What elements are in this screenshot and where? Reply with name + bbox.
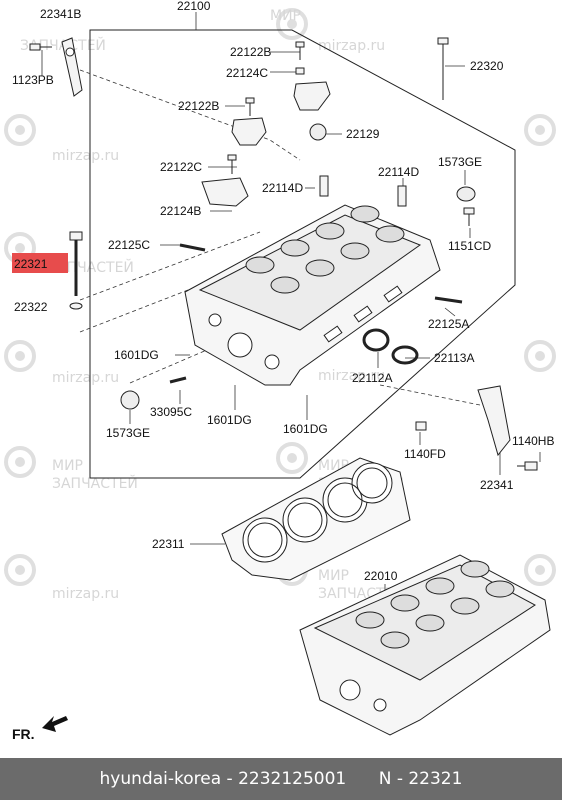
watermark-logo-icon: [4, 554, 36, 586]
footer-part-number: 2232125001: [238, 769, 347, 789]
label-1601dg-b[interactable]: 1601DG: [207, 413, 252, 427]
label-22320[interactable]: 22320: [470, 59, 504, 73]
label-1151cd[interactable]: 1151CD: [448, 239, 491, 253]
leader-lines: [41, 12, 541, 600]
footer-ref: 22321: [408, 769, 463, 789]
label-1601dg-c[interactable]: 1601DG: [283, 422, 328, 436]
label-1140hb[interactable]: 1140HB: [512, 434, 554, 448]
label-1573ge-b[interactable]: 1573GE: [106, 426, 150, 440]
watermark-logo-icon: [524, 554, 556, 586]
label-1573ge-a[interactable]: 1573GE: [438, 155, 482, 169]
front-direction-label: FR.: [12, 726, 35, 742]
head-gasket-icon: [221, 457, 411, 581]
label-22114d-a[interactable]: 22114D: [378, 165, 419, 179]
watermark-text-1: МИР: [270, 8, 301, 24]
footer-brand: hyundai-korea: [99, 769, 222, 789]
label-22114d-b[interactable]: 22114D: [262, 181, 303, 195]
label-22100[interactable]: 22100: [177, 0, 211, 13]
watermark-text-2: ЗАПЧАСТЕЙ: [52, 474, 138, 492]
watermark-logo-icon: [276, 442, 308, 474]
label-22341[interactable]: 22341: [480, 478, 514, 492]
label-22113a[interactable]: 22113A: [434, 351, 474, 365]
watermark-logo-icon: [4, 446, 36, 478]
watermark-text-1: МИР: [52, 458, 83, 474]
watermark-domain: mirzap.ru: [318, 368, 385, 384]
label-1140fd[interactable]: 1140FD: [404, 447, 446, 461]
label-22010[interactable]: 22010: [364, 569, 398, 583]
watermark-logo-icon: [4, 340, 36, 372]
label-22122b-b[interactable]: 22122B: [178, 99, 219, 113]
label-22322[interactable]: 22322: [14, 300, 48, 314]
footer-bar: hyundai-korea - 2232125001 N - 22321: [0, 758, 562, 800]
footer-dash: -: [396, 769, 403, 789]
parts-diagram: mirzap.ru МИР ЗАПЧАСТЕЙ mirzap.ru ЗАПЧАС…: [4, 0, 556, 736]
label-1123pb[interactable]: 1123PB: [12, 73, 54, 87]
watermark-text-1: МИР: [318, 568, 349, 584]
assembly-frame: [89, 29, 516, 479]
highlight-box: [12, 253, 68, 273]
label-22125c[interactable]: 22125C: [108, 238, 150, 252]
watermark-logo-icon: [524, 340, 556, 372]
head-assembly-icon: [299, 554, 551, 736]
label-22321[interactable]: 22321: [14, 257, 48, 271]
label-22124c[interactable]: 22124C: [226, 66, 268, 80]
label-22125a[interactable]: 22125A: [428, 317, 469, 331]
footer-dash: -: [226, 769, 233, 789]
label-22311[interactable]: 22311: [152, 537, 185, 551]
cylinder-head-icon: [184, 204, 441, 386]
label-22341b[interactable]: 22341B: [40, 7, 81, 21]
small-parts: [29, 37, 538, 471]
watermark-domain: mirzap.ru: [52, 586, 119, 602]
label-22122b-a[interactable]: 22122B: [230, 45, 271, 59]
watermark-domain: mirzap.ru: [52, 370, 119, 386]
label-22124b[interactable]: 22124B: [160, 204, 201, 218]
label-33095c[interactable]: 33095C: [150, 405, 192, 419]
label-1601dg-a[interactable]: 1601DG: [114, 348, 159, 362]
label-22129[interactable]: 22129: [346, 127, 380, 141]
watermark-logo-icon: [276, 8, 308, 40]
watermark-domain: mirzap.ru: [52, 148, 119, 164]
watermark-domain: mirzap.ru: [318, 38, 385, 54]
watermark-text-2: ЗАПЧАСТЕЙ: [48, 258, 134, 276]
label-22122c[interactable]: 22122C: [160, 160, 202, 174]
bracket-22341-icon: [477, 385, 511, 457]
footer-separator: N: [378, 769, 392, 789]
label-22112a[interactable]: 22112A: [352, 371, 392, 385]
front-arrow-icon: [42, 716, 68, 732]
watermark-logo-icon: [4, 114, 36, 146]
part-labels: 22100 22341B 1123PB 22122B 22124C 22320 …: [12, 0, 554, 583]
watermark-logo-icon: [524, 114, 556, 146]
